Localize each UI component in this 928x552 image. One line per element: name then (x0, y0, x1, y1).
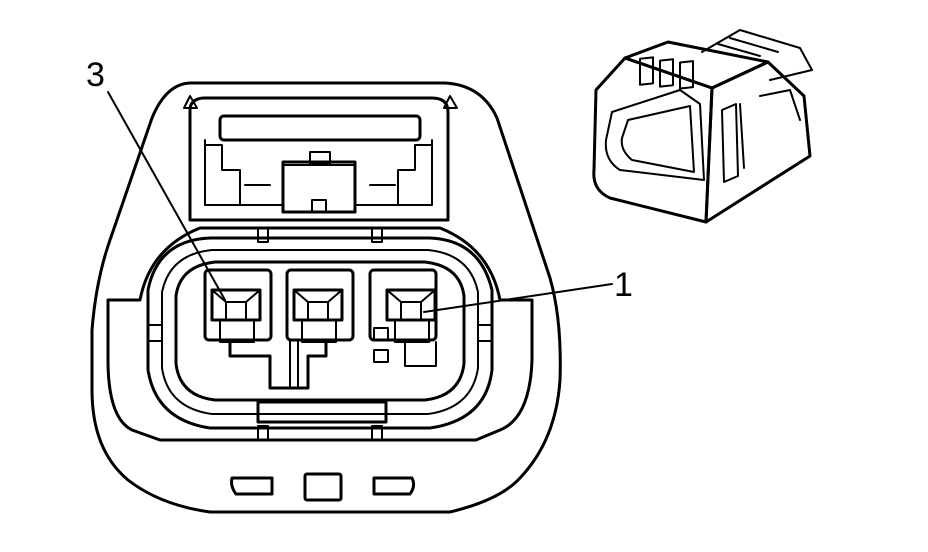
secondary-lock (228, 340, 328, 390)
iso-top-face (623, 40, 770, 90)
terminal-cavity-2 (285, 268, 355, 343)
terminal-cavity-1 (368, 268, 438, 343)
latch-center-notch (309, 151, 331, 165)
connector-housing-outline (90, 81, 562, 514)
latch-slot (218, 114, 422, 142)
ring-key-bottom-right (371, 425, 383, 441)
latch-tab-left (204, 144, 241, 206)
iso-latch-rail (717, 37, 779, 57)
iso-cavity-2 (659, 58, 674, 88)
iso-cavity-1 (639, 56, 654, 86)
bottom-tab-center (303, 472, 343, 502)
leader-line-3 (107, 91, 226, 301)
iso-side-rib (739, 89, 801, 169)
ring-key-top-right (371, 227, 383, 243)
ring-key-bottom-left (257, 425, 269, 441)
lock-window-1 (373, 327, 389, 341)
bottom-tab-right (372, 476, 416, 496)
side-lug-right (477, 324, 493, 342)
iso-side-face (704, 60, 812, 224)
cavity-wall (174, 260, 466, 402)
callout-3: 3 (86, 56, 226, 301)
terminal-cavity-3 (203, 268, 273, 343)
callout-1: 1 (423, 266, 633, 313)
polarity-marker-left (183, 95, 198, 109)
callout-label-1: 1 (614, 266, 633, 304)
iso-latch-top (701, 29, 813, 81)
side-lug-left (147, 324, 163, 342)
lock-step-right (404, 341, 437, 367)
ring-key-top-left (257, 227, 269, 243)
latch-center-block (281, 160, 357, 214)
latch-tab-right (397, 144, 433, 206)
inner-seal-ring-1 (146, 236, 494, 430)
callout-label-3: 3 (86, 56, 105, 94)
connector-isometric-view (592, 29, 813, 224)
outer-seal-ring (106, 226, 534, 442)
polarity-marker-right (443, 95, 458, 109)
iso-flange (604, 89, 705, 181)
leader-line-1 (423, 283, 613, 313)
iso-seal (620, 105, 695, 173)
bottom-tab-left (230, 476, 274, 496)
inner-seal-ring-2 (161, 249, 479, 415)
iso-cavity-3 (679, 60, 694, 90)
lock-window-2 (373, 349, 389, 363)
connector-face-view (90, 81, 562, 514)
iso-key (721, 103, 739, 183)
latch-center-foot (311, 199, 327, 213)
bottom-key-block (256, 400, 388, 424)
